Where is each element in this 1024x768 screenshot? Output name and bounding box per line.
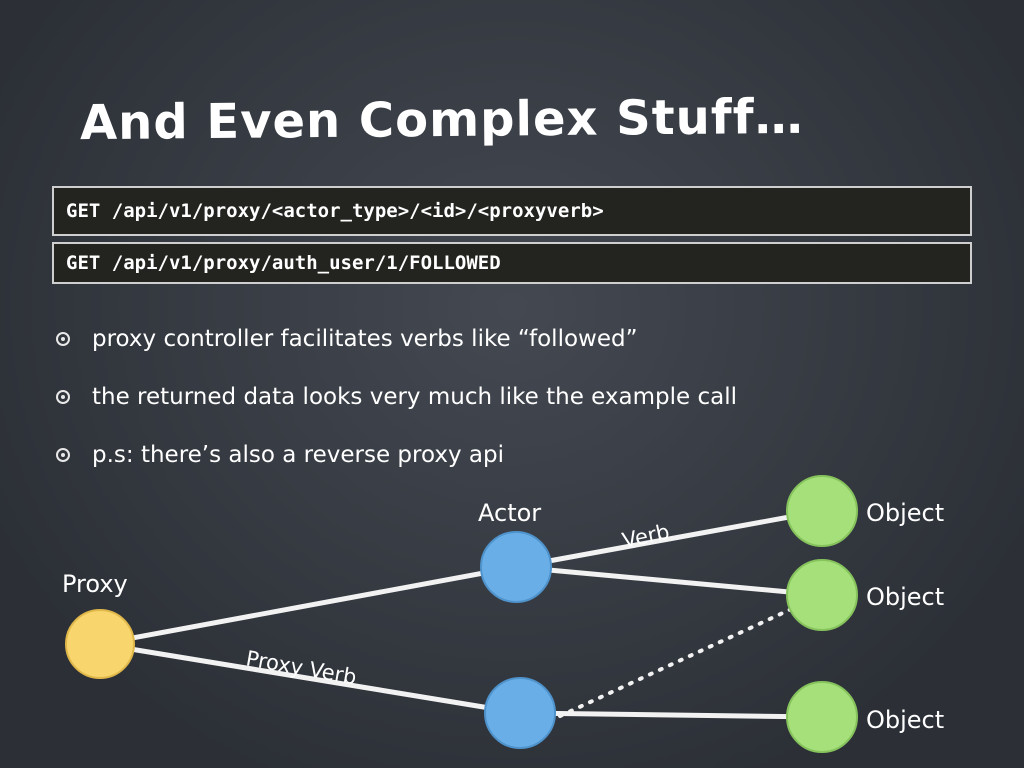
edge-dotted-proxied-object-2 bbox=[558, 603, 802, 718]
bullet-list: proxy controller facilitates verbs like … bbox=[56, 310, 737, 484]
label-object-1: Object bbox=[866, 499, 944, 527]
label-object-2: Object bbox=[866, 583, 944, 611]
label-actor: Actor bbox=[478, 499, 541, 527]
edge-proxy-actor bbox=[97, 564, 519, 647]
edge-proxy-verb bbox=[97, 641, 523, 716]
code-line-endpoint-template: GET /api/v1/proxy/<actor_type>/<id>/<pro… bbox=[52, 186, 972, 236]
bullet-item: the returned data looks very much like t… bbox=[56, 368, 737, 426]
edge-proxied-object-3 bbox=[517, 710, 825, 720]
node-actor bbox=[480, 531, 552, 603]
node-proxy bbox=[65, 609, 135, 679]
label-proxy-verb: Proxy Verb bbox=[244, 646, 358, 689]
edge-actor-object-2 bbox=[513, 564, 825, 598]
bullet-item: p.s: there’s also a reverse proxy api bbox=[56, 426, 737, 484]
node-object-2 bbox=[786, 559, 858, 631]
edge-actor-object-1 bbox=[513, 508, 825, 570]
code-line-endpoint-example: GET /api/v1/proxy/auth_user/1/FOLLOWED bbox=[52, 242, 972, 284]
node-object-1 bbox=[786, 475, 858, 547]
code-text: GET /api/v1/proxy/<actor_type>/<id>/<pro… bbox=[66, 200, 604, 222]
bullet-icon bbox=[56, 390, 70, 404]
label-proxy: Proxy bbox=[62, 570, 128, 598]
bullet-text: proxy controller facilitates verbs like … bbox=[92, 326, 638, 352]
label-object-3: Object bbox=[866, 706, 944, 734]
label-verb: Verb bbox=[620, 520, 672, 553]
node-proxied-actor bbox=[484, 677, 556, 749]
node-object-3 bbox=[786, 681, 858, 753]
code-text: GET /api/v1/proxy/auth_user/1/FOLLOWED bbox=[66, 252, 501, 274]
bullet-text: the returned data looks very much like t… bbox=[92, 384, 737, 410]
bullet-icon bbox=[56, 332, 70, 346]
bullet-text: p.s: there’s also a reverse proxy api bbox=[92, 442, 504, 468]
bullet-item: proxy controller facilitates verbs like … bbox=[56, 310, 737, 368]
bullet-icon bbox=[56, 448, 70, 462]
